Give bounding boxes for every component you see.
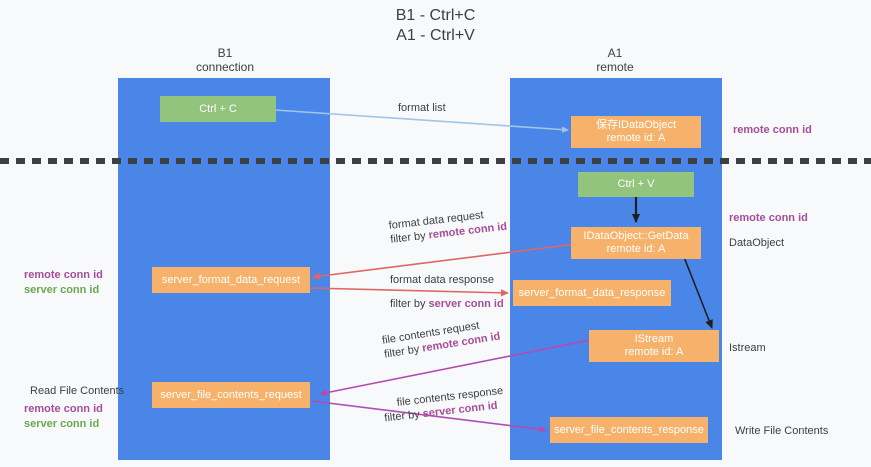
annotation-right-write-file-contents: Write File Contents (735, 424, 828, 439)
annotation-server-conn-id: server conn id (24, 284, 100, 296)
node-istream-line2: remote id: A (624, 346, 684, 358)
annotation-right-remote-conn-id-top: remote conn id (733, 123, 812, 138)
node-server-file-contents-request[interactable]: server_file_contents_request (152, 382, 310, 408)
edge-label-format-list-text: format list (398, 102, 446, 114)
node-ctrl-c[interactable]: Ctrl + C (160, 96, 276, 122)
node-ctrl-c-label: Ctrl + C (199, 102, 237, 115)
annotation-remote-conn-id: remote conn id (24, 403, 103, 415)
node-save-idataobject[interactable]: 保存IDataObject remote id: A (571, 116, 701, 148)
node-istream[interactable]: IStream remote id: A (589, 330, 719, 362)
annotation-text: remote conn id (733, 124, 812, 136)
node-save-idataobject-line2: remote id: A (606, 132, 666, 144)
annotation-text: Write File Contents (735, 425, 829, 437)
node-server-file-contents-request-label: server_file_contents_request (160, 388, 302, 401)
column-header-a1: A1 remote (510, 46, 720, 74)
annotation-right-remote-conn-id-mid: remote conn id (729, 211, 808, 226)
node-ctrl-v[interactable]: Ctrl + V (578, 172, 694, 197)
node-server-format-data-response[interactable]: server_format_data_response (513, 280, 671, 306)
edge-label-file-contents-request: file contents request filter by remote c… (381, 316, 501, 362)
edge-label-format-data-response-line1: format data response (390, 274, 494, 286)
annotation-remote-conn-id: remote conn id (24, 269, 103, 281)
annotation-text: DataObject (729, 237, 785, 249)
annotation-left-read-file-contents: Read File Contents (30, 384, 124, 399)
node-ctrl-v-label: Ctrl + V (617, 178, 655, 190)
annotation-right-dataobject: DataObject (729, 236, 784, 251)
node-getdata-line1: IDataObject::GetData (583, 230, 689, 242)
column-header-b1-sub: connection (195, 60, 255, 74)
column-header-a1-sub: remote (596, 60, 634, 74)
edge-label-format-data-response: format data response filter by server co… (390, 273, 504, 311)
edge-label-format-data-request: format data request filter by remote con… (388, 206, 508, 247)
annotation-left-conn-ids-file: remote conn id server conn id (24, 402, 103, 432)
node-save-idataobject-line1: 保存IDataObject (595, 119, 677, 131)
annotation-text: remote conn id (729, 212, 808, 224)
node-idataobject-getdata[interactable]: IDataObject::GetData remote id: A (571, 227, 701, 259)
column-header-b1: B1 connection (120, 46, 330, 74)
annotation-text: Read File Contents (30, 385, 125, 397)
edge-label-file-contents-response: file contents response filter by server … (384, 384, 505, 425)
node-istream-line1: IStream (634, 333, 674, 345)
node-server-format-data-request[interactable]: server_format_data_request (152, 267, 310, 293)
column-header-a1-name: A1 (607, 46, 623, 60)
annotation-text: Istream (729, 342, 766, 354)
title-line-1: B1 - Ctrl+C (395, 7, 476, 24)
edge-label-format-data-response-line2: filter by server conn id (390, 297, 504, 311)
edge-label-format-list: format list (398, 101, 446, 115)
filter-prefix: filter by (390, 298, 429, 310)
node-server-format-data-request-label: server_format_data_request (161, 273, 301, 286)
node-server-format-data-response-label: server_format_data_response (518, 286, 666, 299)
node-getdata-line2: remote id: A (606, 243, 666, 255)
annotation-right-istream: Istream (729, 341, 766, 356)
column-header-b1-name: B1 (217, 46, 233, 60)
title-line-2: A1 - Ctrl+V (396, 27, 475, 44)
annotation-server-conn-id: server conn id (24, 418, 100, 430)
node-server-file-contents-response-label: server_file_contents_response (554, 423, 704, 436)
node-server-file-contents-response[interactable]: server_file_contents_response (550, 417, 708, 443)
diagram-title: B1 - Ctrl+C A1 - Ctrl+V (0, 6, 871, 46)
filter-prefix: filter by (389, 229, 430, 246)
filter-highlight: server conn id (428, 298, 504, 310)
filter-prefix: filter by (383, 408, 424, 425)
annotation-left-conn-ids-format: remote conn id server conn id (24, 268, 103, 298)
